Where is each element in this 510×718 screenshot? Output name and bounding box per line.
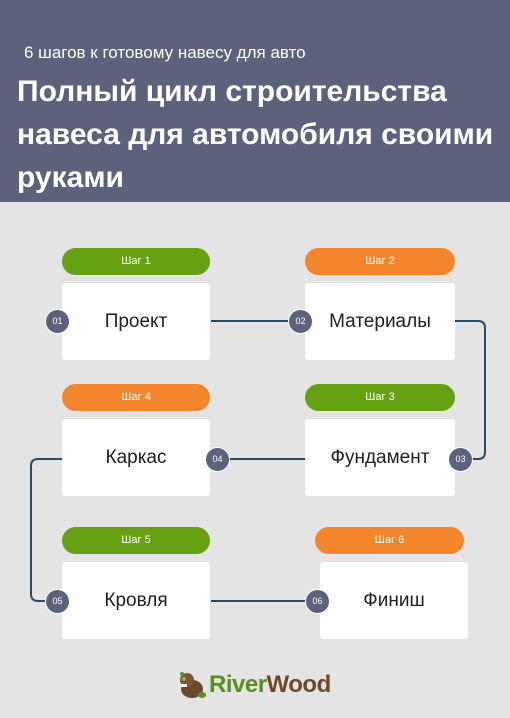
step-3-badge: 03 — [448, 447, 473, 472]
step-4-label: Каркас — [105, 446, 167, 468]
step-2-badge: 02 — [288, 309, 313, 334]
step-4-card: Каркас — [62, 419, 210, 496]
step-1-card: Проект — [62, 283, 210, 360]
page-title: Полный цикл строительства навеса для авт… — [17, 75, 494, 194]
step-3-card: Фундамент — [305, 419, 455, 496]
step-1-pill: Шаг 1 — [62, 248, 210, 275]
step-2-label: Материалы — [329, 310, 431, 332]
logo-text: RiverWood — [209, 671, 331, 699]
header-banner: 6 шагов к готовому навесу для авто Полны… — [0, 0, 510, 202]
step-6-pill: Шаг 6 — [315, 527, 464, 554]
step-5-pill: Шаг 5 — [62, 527, 210, 554]
step-4-badge: 04 — [205, 447, 230, 472]
step-1-label: Проект — [104, 310, 168, 332]
step-5-label: Кровля — [104, 589, 168, 611]
beaver-icon — [180, 672, 206, 698]
step-6-badge: 06 — [305, 589, 330, 614]
step-6-card: Финиш — [320, 562, 468, 639]
riverwood-logo: RiverWood — [176, 669, 331, 701]
step-6-label: Финиш — [363, 589, 425, 611]
step-5-badge: 05 — [45, 589, 70, 614]
step-2-pill: Шаг 2 — [305, 248, 455, 275]
step-1-badge: 01 — [45, 309, 70, 334]
step-2-card: Материалы — [305, 283, 455, 360]
step-4-pill: Шаг 4 — [62, 384, 210, 411]
logo-wood: Wood — [266, 671, 332, 698]
connector-2-3 — [455, 320, 486, 460]
step-3-label: Фундамент — [330, 446, 430, 468]
step-3-pill: Шаг 3 — [305, 384, 455, 411]
step-5-card: Кровля — [62, 562, 210, 639]
logo-river: River — [209, 671, 267, 698]
connector-4-5 — [30, 458, 62, 602]
subtitle: 6 шагов к готовому навесу для авто — [24, 43, 306, 62]
